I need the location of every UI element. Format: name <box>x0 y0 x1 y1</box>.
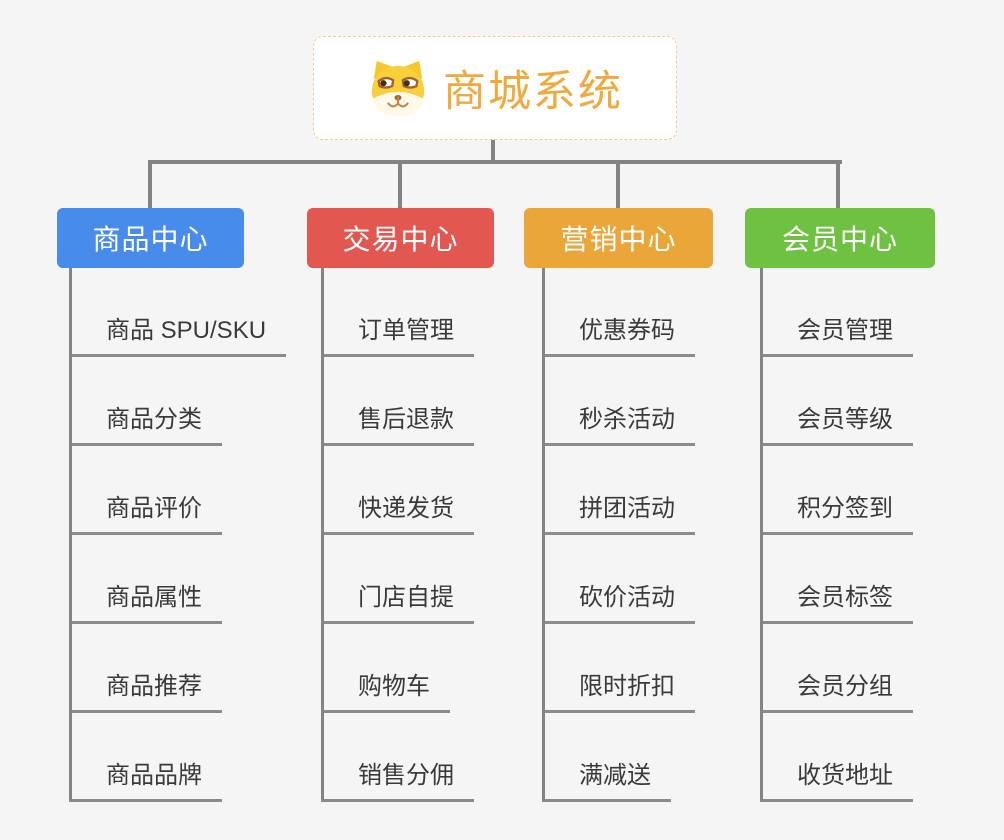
branch-drop-connector <box>836 162 840 208</box>
branch-label: 商品中心 <box>92 224 209 255</box>
child-node-label[interactable]: 会员等级 <box>760 399 913 446</box>
child-node: 砍价活动 <box>542 535 695 624</box>
child-node: 订单管理 <box>321 268 474 357</box>
child-node: 拼团活动 <box>542 446 695 535</box>
child-node: 满减送 <box>542 713 695 802</box>
child-node-label[interactable]: 商品属性 <box>69 577 222 624</box>
child-node: 收货地址 <box>760 713 913 802</box>
children-column-marketing: 优惠券码 秒杀活动 拼团活动 砍价活动 限时折扣 满减送 <box>542 268 695 802</box>
child-node-label[interactable]: 快递发货 <box>321 488 474 535</box>
root-stem-connector <box>491 140 495 162</box>
branch-drop-connector <box>616 162 620 208</box>
child-node: 快递发货 <box>321 446 474 535</box>
child-node: 积分签到 <box>760 446 913 535</box>
column-trunk-connector <box>69 268 72 800</box>
branch-label: 营销中心 <box>560 224 677 255</box>
branch-drop-connector <box>398 162 402 208</box>
children-column-product: 商品 SPU/SKU 商品分类 商品评价 商品属性 商品推荐 商品品牌 <box>69 268 287 802</box>
child-node-label[interactable]: 门店自提 <box>321 577 474 624</box>
child-node-label[interactable]: 会员分组 <box>760 666 913 713</box>
child-node: 会员标签 <box>760 535 913 624</box>
child-node-label[interactable]: 限时折扣 <box>542 666 695 713</box>
child-node: 商品推荐 <box>69 624 286 713</box>
root-node-mall-system[interactable]: 商城系统 <box>313 36 677 140</box>
child-node: 商品 SPU/SKU <box>69 268 287 357</box>
child-node-label[interactable]: 积分签到 <box>760 488 913 535</box>
children-column-member: 会员管理 会员等级 积分签到 会员标签 会员分组 收货地址 <box>760 268 913 802</box>
child-node: 门店自提 <box>321 535 474 624</box>
child-node-label[interactable]: 秒杀活动 <box>542 399 695 446</box>
branch-node-product-center[interactable]: 商品中心 <box>57 208 244 268</box>
child-node-label[interactable]: 优惠券码 <box>542 310 695 357</box>
shiba-dog-logo-icon <box>371 60 425 117</box>
branch-label: 交易中心 <box>342 224 459 255</box>
branch-node-member-center[interactable]: 会员中心 <box>745 208 935 268</box>
child-node-label[interactable]: 商品品牌 <box>69 755 222 802</box>
child-node-label[interactable]: 商品推荐 <box>69 666 222 713</box>
child-node-label[interactable]: 收货地址 <box>760 755 913 802</box>
branch-label: 会员中心 <box>781 224 898 255</box>
child-node-label[interactable]: 售后退款 <box>321 399 474 446</box>
branch-bus-connector <box>148 160 842 164</box>
child-node-label[interactable]: 砍价活动 <box>542 577 695 624</box>
root-title: 商城系统 <box>443 68 623 116</box>
branch-node-marketing-center[interactable]: 营销中心 <box>524 208 713 268</box>
child-node-label[interactable]: 订单管理 <box>321 310 474 357</box>
column-trunk-connector <box>321 268 324 800</box>
child-node: 会员管理 <box>760 268 913 357</box>
child-node-label[interactable]: 会员管理 <box>760 310 913 357</box>
child-node: 购物车 <box>321 624 474 713</box>
column-trunk-connector <box>760 268 763 800</box>
children-column-trade: 订单管理 售后退款 快递发货 门店自提 购物车 销售分佣 <box>321 268 474 802</box>
child-node-label[interactable]: 满减送 <box>542 755 671 802</box>
branch-drop-connector <box>148 162 152 208</box>
column-trunk-connector <box>542 268 545 800</box>
child-node: 会员分组 <box>760 624 913 713</box>
child-node-label[interactable]: 拼团活动 <box>542 488 695 535</box>
child-node: 销售分佣 <box>321 713 474 802</box>
child-node-label[interactable]: 购物车 <box>321 666 450 713</box>
child-node: 会员等级 <box>760 357 913 446</box>
child-node-label[interactable]: 商品评价 <box>69 488 222 535</box>
child-node: 优惠券码 <box>542 268 695 357</box>
child-node-label[interactable]: 商品 SPU/SKU <box>69 310 287 357</box>
child-node: 售后退款 <box>321 357 474 446</box>
child-node-label[interactable]: 会员标签 <box>760 577 913 624</box>
child-node: 商品属性 <box>69 535 286 624</box>
child-node: 秒杀活动 <box>542 357 695 446</box>
child-node-label[interactable]: 商品分类 <box>69 399 222 446</box>
child-node-label[interactable]: 销售分佣 <box>321 755 474 802</box>
branch-node-trade-center[interactable]: 交易中心 <box>307 208 494 268</box>
child-node: 商品品牌 <box>69 713 286 802</box>
child-node: 商品评价 <box>69 446 286 535</box>
child-node: 商品分类 <box>69 357 286 446</box>
child-node: 限时折扣 <box>542 624 695 713</box>
